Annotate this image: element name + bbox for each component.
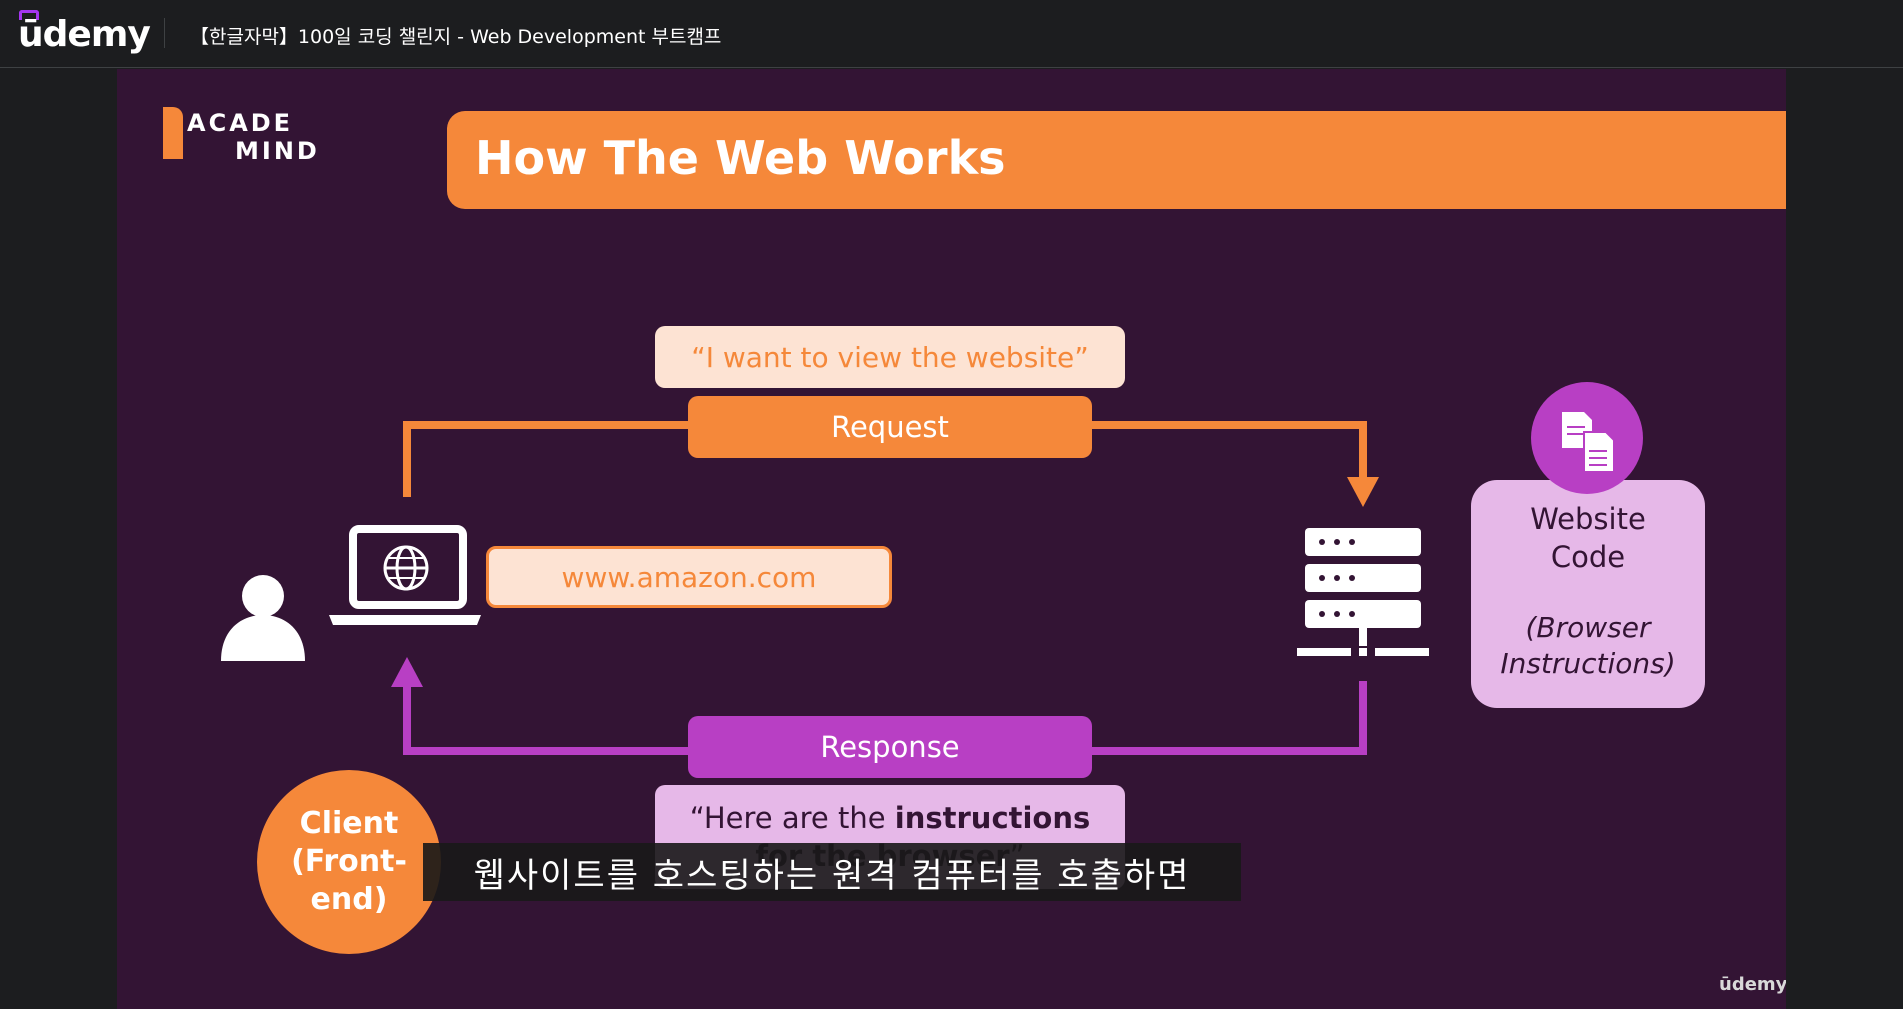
academind-logo-line1: ACADE bbox=[187, 109, 294, 137]
udemy-logo-hat bbox=[19, 10, 39, 20]
top-bar: ūdemy 【한글자막】100일 코딩 챌린지 - Web Developmen… bbox=[0, 0, 1903, 68]
response-quote-plain: “Here are the bbox=[689, 801, 895, 835]
udemy-logo[interactable]: ūdemy bbox=[18, 14, 151, 55]
course-title[interactable]: 【한글자막】100일 코딩 챌린지 - Web Development 부트캠프 bbox=[190, 26, 722, 48]
academind-logo: ACADE MIND bbox=[165, 109, 320, 165]
slide-title: How The Web Works bbox=[475, 131, 1006, 185]
website-code-subtitle: (Browser Instructions) bbox=[1500, 611, 1676, 680]
academind-logo-line2: MIND bbox=[235, 137, 320, 165]
url-box: www.amazon.com bbox=[486, 546, 892, 608]
response-label: Response bbox=[688, 716, 1092, 778]
udemy-watermark: ūdemy bbox=[1719, 974, 1786, 995]
website-code-title: Website Code bbox=[1530, 502, 1646, 574]
slide-title-bar: How The Web Works bbox=[447, 111, 1786, 209]
request-label: Request bbox=[688, 396, 1092, 458]
subtitle-caption: 웹사이트를 호스팅하는 원격 컴퓨터를 호출하면 bbox=[423, 843, 1241, 901]
video-player[interactable]: ACADE MIND How The Web Works “I want to … bbox=[117, 69, 1786, 1009]
website-code-card: Website Code (Browser Instructions) bbox=[1471, 480, 1705, 708]
academind-logo-mark bbox=[163, 107, 183, 159]
request-quote: “I want to view the website” bbox=[655, 326, 1125, 388]
client-circle: Client (Front-end) bbox=[257, 770, 441, 954]
header-divider bbox=[164, 18, 165, 48]
